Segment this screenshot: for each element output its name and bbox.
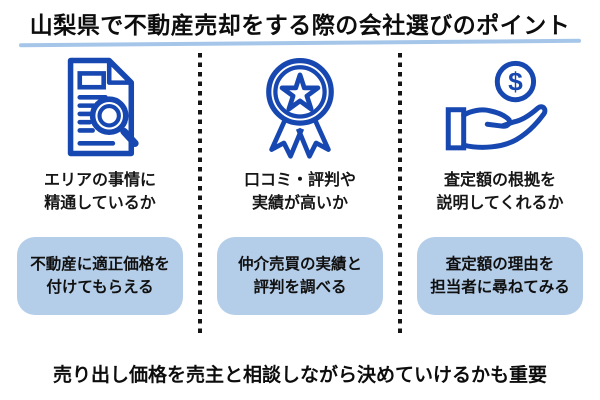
title-underline xyxy=(18,38,582,47)
icon-wrap xyxy=(252,51,348,163)
page-title: 山梨県で不動産売却をする際の会社選びのポイント xyxy=(29,12,571,38)
advice-box: 仲介売買の実績と 評判を調べる xyxy=(217,237,383,316)
document-magnifier-icon xyxy=(67,57,139,156)
icon-wrap: $ xyxy=(441,51,559,163)
column-heading: 口コミ・評判や 実績が高いか xyxy=(243,171,356,212)
footer-note: 売り出し価格を売主と相談しながら決めていけるかも重要 xyxy=(52,364,547,386)
column-area-knowledge: エリアの事情に 精通しているか 不動産に適正価格を 付けてもらえる xyxy=(2,51,198,336)
dotted-separator xyxy=(198,52,202,336)
column-heading: エリアの事情に 精通しているか xyxy=(43,171,156,212)
hand-coin-icon: $ xyxy=(445,60,548,151)
advice-box: 査定額の理由を 担当者に尋ねてみる xyxy=(417,237,583,316)
award-ribbon-icon xyxy=(266,57,334,159)
advice-box: 不動産に適正価格を 付けてもらえる xyxy=(17,237,183,316)
columns: エリアの事情に 精通しているか 不動産に適正価格を 付けてもらえる 口コミ・評判… xyxy=(0,51,600,336)
icon-wrap xyxy=(54,51,146,163)
column-heading: 査定額の根拠を 説明してくれるか xyxy=(436,171,564,212)
title-block: 山梨県で不動産売却をする際の会社選びのポイント xyxy=(0,0,600,47)
dotted-separator xyxy=(398,52,402,336)
dollar-glyph: $ xyxy=(508,66,523,96)
column-reputation: 口コミ・評判や 実績が高いか 仲介売買の実績と 評判を調べる xyxy=(202,51,398,336)
column-appraisal: $ 査定額の根拠を 説明してくれるか 査定額の理由を 担当者に尋ねてみる xyxy=(402,51,598,336)
